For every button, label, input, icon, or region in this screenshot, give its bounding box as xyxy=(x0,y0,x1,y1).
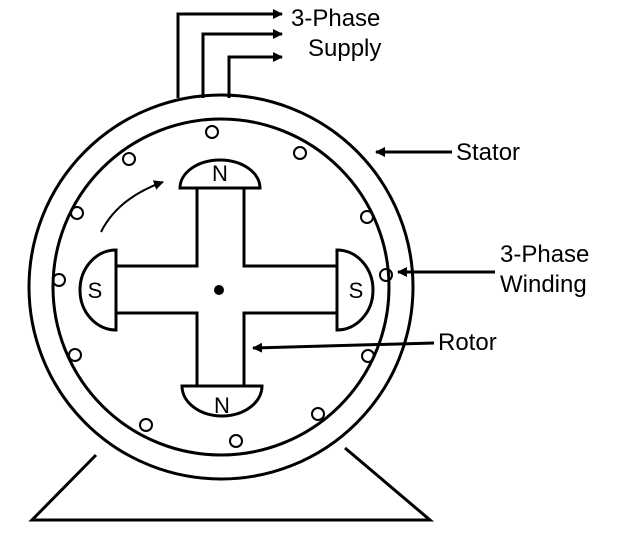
pole-label-right: S xyxy=(349,278,364,303)
pole-shoe-left xyxy=(78,248,118,332)
pole-shoe-right xyxy=(335,248,375,332)
rotor-leader xyxy=(252,341,435,353)
winding-slots xyxy=(52,125,393,448)
pole-label-left: S xyxy=(88,278,103,303)
winding-slot xyxy=(139,418,153,432)
supply-leads xyxy=(176,9,283,98)
rotor-shaft xyxy=(214,285,224,295)
stator-outer-circle xyxy=(27,93,415,481)
supply-label-line1: 3-Phase xyxy=(291,5,380,32)
winding-slot xyxy=(229,434,243,448)
winding-slot xyxy=(361,349,375,363)
winding-slot xyxy=(293,146,307,160)
stator-label: Stator xyxy=(456,139,520,166)
pole-shoe-bottom xyxy=(180,384,264,418)
winding-slot xyxy=(379,268,393,282)
supply-label-line2: Supply xyxy=(308,35,381,62)
pole-label-top: N xyxy=(212,161,228,186)
winding-slot xyxy=(122,152,136,166)
rotation-arrow xyxy=(100,180,164,233)
rotor-label: Rotor xyxy=(438,329,497,356)
rotor-body xyxy=(114,186,339,388)
winding-label-line2: Winding xyxy=(500,271,587,298)
pole-shoe-top xyxy=(178,158,262,190)
winding-slot xyxy=(68,348,82,362)
pole-label-bottom: N xyxy=(214,393,230,418)
motor-base xyxy=(28,446,435,522)
winding-slot xyxy=(311,407,325,421)
winding-label-line1: 3-Phase xyxy=(500,241,589,268)
winding-slot xyxy=(360,210,374,224)
stator-inner-circle xyxy=(51,117,391,457)
winding-slot xyxy=(52,273,66,287)
winding-slot xyxy=(205,125,219,139)
winding-slot xyxy=(70,206,84,220)
